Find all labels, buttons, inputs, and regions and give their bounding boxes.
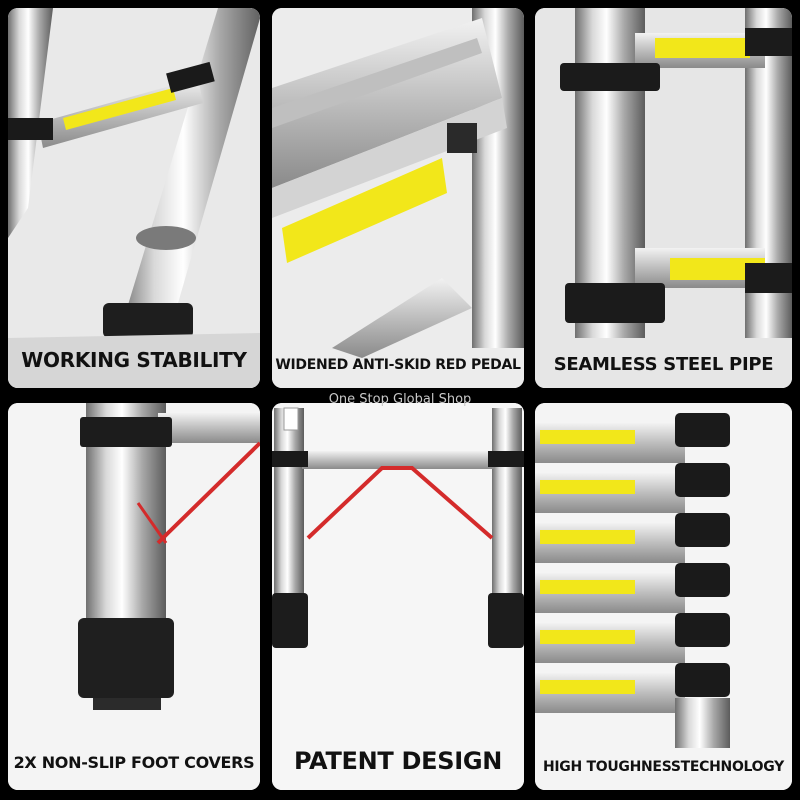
ladder-folded-stack-icon: [535, 403, 792, 790]
watermark-text: One Stop Global Shop: [328, 392, 472, 407]
panel-caption: PATENT DESIGN: [293, 747, 503, 775]
ladder-joint-closeup-icon: [8, 8, 260, 388]
ladder-stabilizer-front-icon: [272, 403, 524, 790]
panel-foot-covers: 2X NON-SLIP FOOT COVERS: [8, 403, 260, 790]
panel-patent-design: PATENT DESIGN: [272, 403, 524, 790]
panel-caption: WORKING STABILITY: [21, 348, 247, 372]
ladder-pedal-closeup-icon: [272, 8, 524, 388]
ladder-foot-closeup-icon: [8, 403, 260, 790]
panel-caption: 2X NON-SLIP FOOT COVERS: [13, 753, 255, 772]
panel-working-stability: WORKING STABILITY: [8, 8, 260, 388]
panel-caption: HIGH TOUGHNESSTECHNOLOGY: [542, 759, 785, 775]
panel-anti-skid-pedal: WIDENED ANTI-SKID RED PEDAL: [272, 8, 524, 388]
panel-high-toughness: HIGH TOUGHNESSTECHNOLOGY: [535, 403, 792, 790]
ladder-pipe-closeup-icon: [535, 8, 792, 388]
panel-caption: SEAMLESS STEEL PIPE: [553, 354, 774, 375]
panel-caption: WIDENED ANTI-SKID RED PEDAL: [275, 357, 521, 373]
panel-seamless-steel-pipe: SEAMLESS STEEL PIPE: [535, 8, 792, 388]
